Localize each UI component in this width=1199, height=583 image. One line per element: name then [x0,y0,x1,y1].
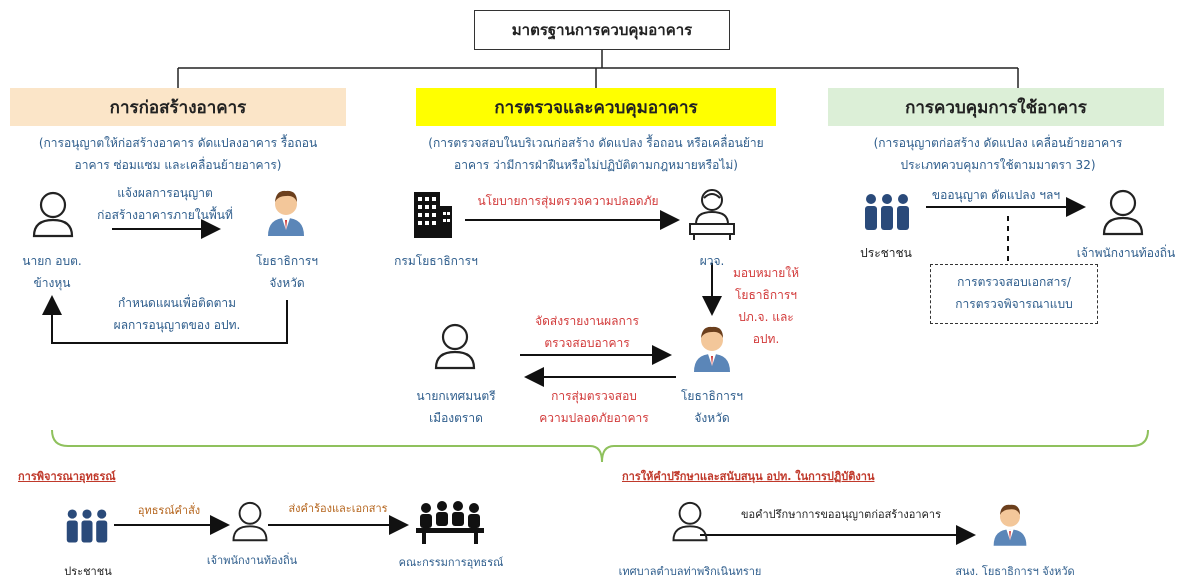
actor-local-officer: เจ้าพนักงานท้องถิ่น [1076,246,1176,260]
person-outline-icon [672,501,708,542]
arrow-follow-up [42,295,288,344]
hierarchy-tree [177,50,1019,88]
actor-mayor-trat: นายกเทศมนตรีเมืองตราด [416,389,496,425]
officer-avatar-icon [694,326,730,372]
desc-usage-control: (การอนุญาตก่อสร้าง ดัดแปลง เคลื่อนย้ายอา… [873,136,1123,172]
governor-desk-icon [689,189,735,240]
page-title: มาตรฐานการควบคุมอาคาร [474,10,730,50]
desc-construction: (การอนุญาตให้ก่อสร้างอาคาร ดัดแปลงอาคาร … [38,136,318,172]
header-usage-control: การควบคุมการใช้อาคาร [828,88,1164,126]
actor-municipality: เทศบาลตำบลท่าพริกเนินทราย [618,565,762,578]
building-icon [414,192,452,238]
group-people-icon [66,509,108,543]
meeting-committee-icon [416,501,484,544]
actor-dept-public-works: กรมโยธาธิการฯ [394,254,478,268]
actor-yotha-province: โยธาธิการฯจังหวัด [255,254,319,290]
person-outline-icon [32,191,74,238]
person-outline-icon [434,323,476,370]
label-report: จัดส่งรายงานผลการตรวจสอบอาคาร [535,314,639,350]
label-notify-permit: แจ้งผลการอนุญาตก่อสร้างอาคารภายในพื้นที่ [97,186,233,222]
person-outline-icon [232,501,268,542]
label-appeal-order: อุทธรณ์คำสั่ง [137,504,201,517]
label-random-policy: นโยบายการสุ่มตรวจความปลอดภัย [477,194,659,208]
label-follow-up-plan: กำหนดแผนเพื่อติดตามผลการอนุญาตของ อปท. [113,296,241,332]
desc-inspection: (การตรวจสอบในบริเวณก่อสร้าง ดัดแปลง รื้อ… [428,136,764,172]
actor-people: ประชาชน [860,246,912,260]
officer-avatar-icon [268,190,304,236]
label-assign: มอบหมายให้โยธาธิการฯ ปภ.จ. และอปท. [732,266,800,346]
heading-consult-support: การให้คำปรึกษาและสนับสนุน อปท. ในการปฏิบ… [622,470,875,483]
header-inspection: การตรวจและควบคุมอาคาร [416,88,776,126]
heading-appeal: การพิจารณาอุทธรณ์ [18,470,116,483]
label-random-inspection: การสุ่มตรวจสอบความปลอดภัยอาคาร [539,389,649,425]
header-construction: การก่อสร้างอาคาร [10,88,346,126]
actor-appeal-committee: คณะกรรมการอุทธรณ์ [398,556,504,569]
group-people-icon [865,194,909,230]
section-brace [51,429,1149,463]
actor-people: ประชาชน [64,565,112,578]
label-send-docs: ส่งคำร้องและเอกสาร [288,502,388,515]
actor-yotha-province: โยธาธิการฯจังหวัด [680,389,744,425]
person-outline-icon [1102,189,1144,236]
doc-check-box: การตรวจสอบเอกสาร/การตรวจพิจารณาแบบ [930,264,1098,324]
officer-avatar-icon [993,504,1027,546]
actor-local-officer: เจ้าพนักงานท้องถิ่น [206,554,298,567]
actor-nayok-abt: นายก อบต.ข้างหุน [22,254,82,290]
label-request-permit: ขออนุญาต ดัดแปลง ฯลฯ [931,188,1061,202]
actor-yotha-office: สนง. โยธาธิการฯ จังหวัด [955,565,1075,578]
actor-governor: ผวจ. [699,254,725,268]
label-consult-request: ขอคำปรึกษาการขออนุญาตก่อสร้างอาคาร [741,508,941,521]
